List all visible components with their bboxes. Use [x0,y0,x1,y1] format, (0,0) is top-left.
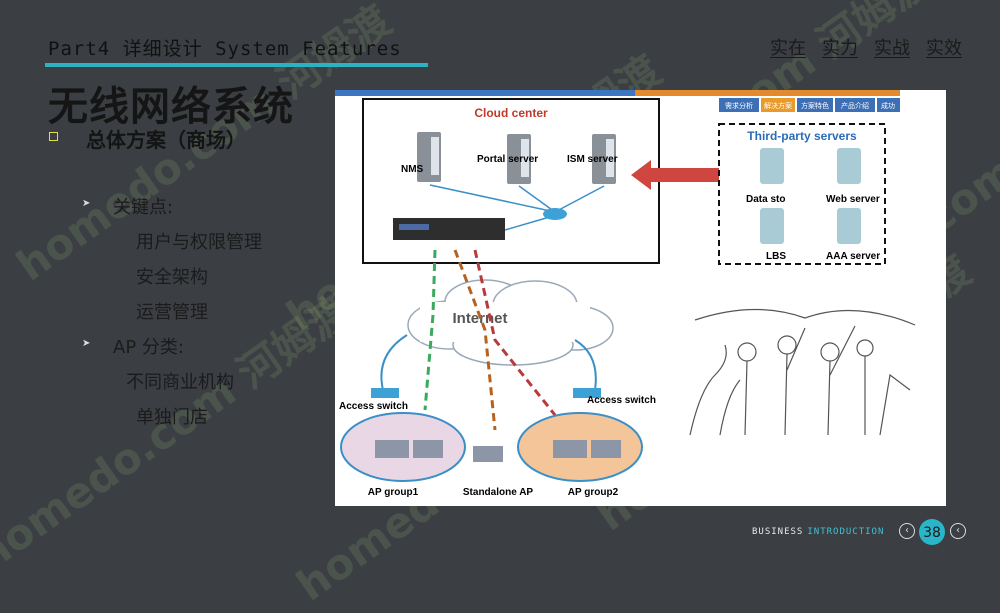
access-switch-label: Access switch [339,401,408,412]
prev-page-icon[interactable]: ‹ [899,523,915,539]
data-store-label: Data sto [746,194,785,205]
nav-item-shizai[interactable]: 实在 [770,38,806,59]
portal-server-label: Portal server [477,154,538,165]
bullet-square-icon [49,132,58,141]
bullet-arrow-icon: ➤ [82,338,91,349]
switch-icon [371,388,399,398]
ap-item: 不同商业机构 [126,372,234,393]
tab-label: 需求分析 [725,101,753,110]
bullet-arrow-icon: ➤ [82,198,91,209]
key-points-label: 关键点: [113,197,174,218]
tab-label: 成功 [881,101,895,110]
tab-label: 解决方案 [764,101,792,110]
subheading: 总体方案（商场） [86,128,246,152]
ap-label: AP 分类: [113,337,184,358]
ap-group2-label: AP group2 [568,487,619,498]
controller-device-icon [393,218,505,240]
next-page-icon[interactable]: ‹ [950,523,966,539]
tab-label: 产品介绍 [841,101,869,110]
tab-label: 方案特色 [801,101,829,110]
server-icon [760,148,861,244]
key-point-item: 安全架构 [136,267,208,288]
title-underline [45,63,428,67]
access-switch-label: Access switch [587,395,656,406]
top-nav: 实在 实力 实战 实效 [770,34,962,60]
crowd-illustration [689,308,916,436]
footer-word-introduction: INTRODUCTION [807,527,885,537]
nav-item-shili[interactable]: 实力 [822,38,858,59]
nav-item-shizhan[interactable]: 实战 [874,38,910,59]
router-icon [543,208,567,220]
part-title: Part4 详细设计 System Features [48,38,402,60]
ap-group1-label: AP group1 [368,487,419,498]
key-point-item: 用户与权限管理 [136,232,262,253]
aaa-server-label: AAA server [826,251,880,262]
switch-icon [573,388,601,398]
nms-label: NMS [401,164,424,175]
ism-server-label: ISM server [567,154,618,165]
key-point-item: 运营管理 [136,302,208,323]
footer-word-business: BUSINESS [752,527,804,537]
double-arrow-icon [631,160,747,190]
web-server-label: Web server [826,194,880,205]
page-number-badge: 38 [919,519,945,545]
cloud-center-label: Cloud center [474,106,548,120]
network-diagram: 需求分析 解决方案 方案特色 产品介绍 成功 Cloud center NMS … [335,90,946,506]
access-point-icon [375,440,621,462]
server-icon [417,132,616,184]
lbs-label: LBS [766,251,786,262]
third-party-label: Third-party servers [747,129,857,143]
page-title: 无线网络系统 [48,84,294,130]
nav-item-shixiao[interactable]: 实效 [926,38,962,59]
ap-item: 单独门店 [136,407,208,428]
standalone-ap-label: Standalone AP [463,487,534,498]
